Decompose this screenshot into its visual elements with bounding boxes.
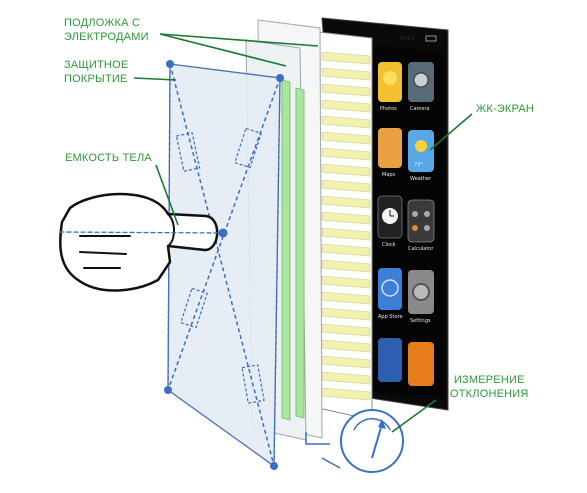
electrode-dot — [270, 462, 278, 470]
svg-text:Weather: Weather — [410, 176, 432, 182]
svg-text:App Store: App Store — [378, 314, 403, 320]
electrode-strip — [321, 227, 371, 241]
svg-text:Calculator: Calculator — [408, 246, 434, 252]
electrode-strip — [321, 243, 371, 257]
electrode-dot — [164, 386, 172, 394]
svg-text:73°: 73° — [414, 162, 423, 168]
label-protective-coating: ЗАЩИТНОЕ ПОКРЫТИЕ — [64, 58, 128, 86]
electrode-strip — [321, 115, 371, 129]
electrode-strip — [321, 211, 371, 225]
label-lcd-screen: ЖК-ЭКРАН — [476, 103, 535, 115]
label-measure-line2: ОТКЛОНЕНИЯ — [450, 388, 529, 400]
electrode-dot — [166, 60, 174, 68]
pointing-hand-icon — [59, 192, 223, 292]
label-deflection-measurement: ИЗМЕРЕНИЕ ОТКЛОНЕНИЯ — [450, 373, 529, 401]
electrode-strip — [321, 195, 371, 209]
label-substrate: ПОДЛОЖКА С ЭЛЕКТРОДАМИ — [64, 16, 149, 44]
leader-lines — [133, 33, 473, 433]
electrode-dot — [276, 74, 284, 82]
label-body-capacitance: ЕМКОСТЬ ТЕЛА — [65, 152, 152, 164]
app-store-icon — [378, 268, 402, 310]
battery-icon — [425, 35, 437, 42]
svg-text:Clock: Clock — [382, 242, 396, 248]
electrode-strip — [321, 51, 371, 65]
dock-icon-1 — [378, 338, 402, 382]
electrode-strip — [321, 275, 371, 289]
svg-text:Settings: Settings — [410, 318, 431, 324]
electrode-strip — [321, 83, 371, 97]
label-substrate-line1: ПОДЛОЖКА С — [64, 17, 141, 29]
touch-point-dot — [218, 228, 228, 238]
label-protective-line1: ЗАЩИТНОЕ — [64, 59, 129, 71]
electrode-strip — [321, 67, 371, 81]
green-layer-1 — [295, 87, 305, 419]
electrode-strip — [321, 259, 371, 273]
protective-coating — [164, 60, 284, 470]
label-substrate-line2: ЭЛЕКТРОДАМИ — [64, 31, 149, 43]
dock-icon-2 — [408, 342, 434, 386]
electrode-strip — [321, 99, 371, 113]
electrode-strip — [321, 291, 371, 305]
phone-time: 9:41 — [400, 35, 415, 42]
electrode-strip — [321, 131, 371, 145]
label-measure-line1: ИЗМЕРЕНИЕ — [453, 374, 525, 386]
electrode-strip — [321, 147, 371, 161]
green-layer-2 — [281, 79, 291, 421]
deflection-gauge-icon — [305, 409, 404, 473]
calculator-app-icon — [407, 199, 435, 243]
electrode-strip — [321, 307, 371, 321]
label-protective-line2: ПОКРЫТИЕ — [64, 73, 128, 85]
maps-app-icon — [378, 128, 402, 168]
svg-text:Photos: Photos — [380, 106, 397, 112]
electrode-strip — [321, 163, 371, 177]
electrode-strip — [321, 179, 371, 193]
electrode-strip — [321, 323, 371, 337]
svg-text:Camera: Camera — [410, 106, 430, 112]
svg-text:Maps: Maps — [382, 172, 396, 178]
